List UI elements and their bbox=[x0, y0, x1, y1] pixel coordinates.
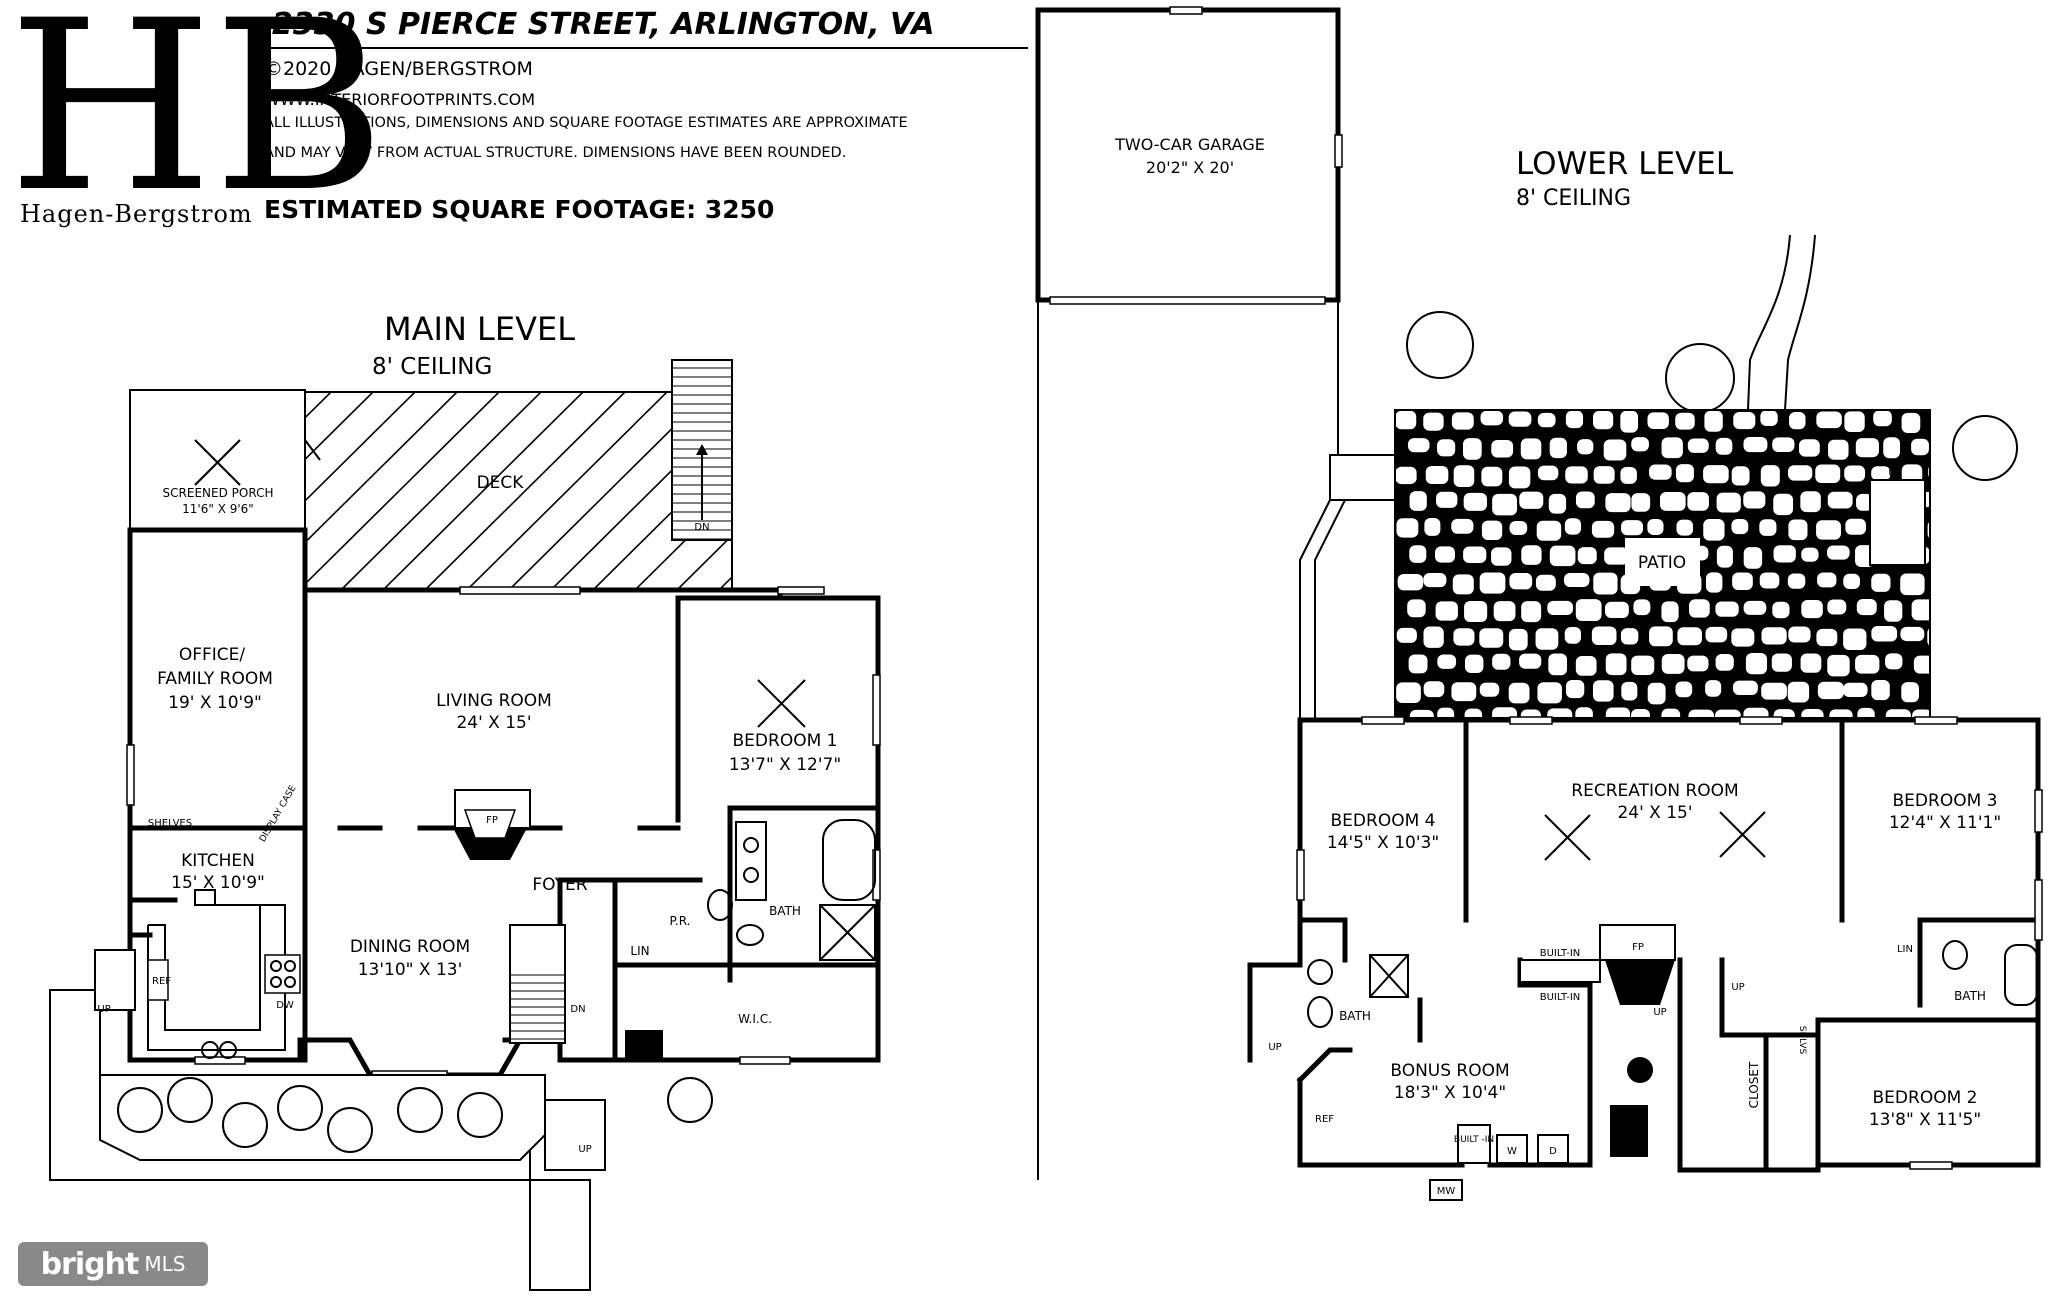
window bbox=[194, 1056, 246, 1065]
room-bedroom-2-dims: 13'8" X 11'5" bbox=[1869, 1110, 1981, 1130]
fireplace-main bbox=[453, 828, 527, 860]
room-bedroom-1-dims: 13'7" X 12'7" bbox=[729, 755, 841, 775]
label-bath-left: BATH bbox=[1339, 1009, 1371, 1023]
room-bedroom-3-dims: 12'4" X 11'1" bbox=[1889, 813, 2001, 833]
patio-label: PATIO bbox=[1638, 553, 1686, 573]
label-lin-lower: LIN bbox=[1897, 944, 1913, 955]
label-dn-deck: DN bbox=[694, 522, 709, 533]
room-office: OFFICE/ bbox=[179, 645, 246, 665]
room-dining: DINING ROOM bbox=[350, 937, 470, 957]
room-screened-porch-dims: 11'6" X 9'6" bbox=[182, 502, 254, 516]
room-kitchen-dims: 15' X 10'9" bbox=[171, 873, 265, 893]
room-bedroom-3: BEDROOM 3 bbox=[1893, 791, 1998, 811]
window bbox=[777, 586, 825, 595]
lower-level-title: LOWER LEVEL bbox=[1516, 146, 1734, 182]
main-level-ceiling: 8' CEILING bbox=[372, 354, 492, 380]
room-screened-porch: SCREENED PORCH bbox=[163, 486, 274, 500]
main-level-title: MAIN LEVEL bbox=[384, 310, 575, 348]
label-dn-front: DN bbox=[570, 1004, 585, 1015]
square-footage: ESTIMATED SQUARE FOOTAGE: 3250 bbox=[264, 195, 774, 224]
lower-level: LOWER LEVEL 8' CEILING PATIO bbox=[1247, 146, 2043, 1201]
disclaimer-line-1: ALL ILLUSTRATIONS, DIMENSIONS AND SQUARE… bbox=[264, 115, 908, 131]
label-ref-lower: REF bbox=[1315, 1114, 1334, 1125]
label-mw: MW bbox=[1437, 1186, 1456, 1197]
label-fp-lower: FP bbox=[1632, 942, 1644, 953]
label-lin-main: LIN bbox=[630, 944, 649, 958]
label-up-lower-right: UP bbox=[1731, 982, 1744, 993]
ceiling-fan-icon bbox=[1544, 814, 1591, 861]
window bbox=[126, 744, 135, 806]
label-up-patio: UP bbox=[1888, 468, 1901, 479]
room-bath: BATH bbox=[769, 904, 801, 918]
ceiling-fan-icon bbox=[757, 679, 806, 728]
room-dining-dims: 13'10" X 13' bbox=[358, 960, 463, 980]
room-office-dims: 19' X 10'9" bbox=[168, 693, 262, 713]
room-kitchen: KITCHEN bbox=[181, 851, 255, 871]
label-dw: DW bbox=[276, 1000, 294, 1011]
fireplace-lower bbox=[1605, 960, 1675, 1005]
label-up-lower-left: UP bbox=[1268, 1042, 1281, 1053]
logo-letters: HB bbox=[8, 0, 386, 244]
label-built-in-top: BUILT-IN bbox=[1540, 948, 1581, 959]
room-bonus-dims: 18'3" X 10'4" bbox=[1394, 1083, 1506, 1103]
main-level: MAIN LEVEL 8' CEILING bbox=[49, 310, 881, 1291]
logo: HB Hagen-Bergstrom bbox=[8, 0, 386, 244]
label-built-in-bottom: BUILT-IN bbox=[1540, 992, 1581, 1003]
label-bath-right: BATH bbox=[1954, 989, 1986, 1003]
tree-icon bbox=[1952, 415, 2018, 481]
label-closet: CLOSET bbox=[1747, 1061, 1761, 1108]
disclaimer-line-2: AND MAY VARY FROM ACTUAL STRUCTURE. DIME… bbox=[264, 145, 846, 161]
tree-icon bbox=[1406, 311, 1474, 379]
address: 2330 S PIERCE STREET, ARLINGTON, VA bbox=[272, 7, 934, 42]
label-d: D bbox=[1549, 1146, 1557, 1157]
window bbox=[739, 1056, 791, 1065]
garage: TWO-CAR GARAGE 20'2" X 20' bbox=[1035, 6, 1343, 1180]
lower-level-ceiling: 8' CEILING bbox=[1516, 186, 1631, 211]
room-living-dims: 24' X 15' bbox=[456, 713, 531, 733]
room-living: LIVING ROOM bbox=[436, 691, 552, 711]
copyright: ©2020 HAGEN/BERGSTROM bbox=[264, 58, 533, 80]
label-fp-main: FP bbox=[486, 815, 498, 826]
patio-stones bbox=[1395, 410, 1930, 718]
label-w: W bbox=[1507, 1146, 1517, 1157]
website: WWW.INTERIORFOOTPRINTS.COM bbox=[264, 90, 535, 109]
header: 2330 S PIERCE STREET, ARLINGTON, VA ©202… bbox=[264, 7, 934, 224]
label-ref-main: REF bbox=[152, 976, 171, 987]
garage-dims: 20'2" X 20' bbox=[1146, 158, 1234, 177]
room-bonus: BONUS ROOM bbox=[1390, 1061, 1509, 1081]
label-up-lower-center: UP bbox=[1653, 1007, 1666, 1018]
watermark: bright MLS bbox=[18, 1242, 208, 1286]
tree-icon bbox=[1665, 343, 1735, 413]
window bbox=[872, 674, 881, 746]
garage-name: TWO-CAR GARAGE bbox=[1114, 135, 1265, 154]
room-bedroom-2: BEDROOM 2 bbox=[1873, 1088, 1978, 1108]
window bbox=[872, 849, 881, 901]
label-built-in-box: BUILT -IN bbox=[1454, 1135, 1494, 1145]
ceiling-fan-icon bbox=[194, 439, 241, 486]
watermark-suffix: MLS bbox=[144, 1252, 186, 1276]
room-bedroom-4-dims: 14'5" X 10'3" bbox=[1327, 833, 1439, 853]
room-wic: W.I.C. bbox=[738, 1012, 772, 1026]
room-office-line2: FAMILY ROOM bbox=[157, 669, 273, 689]
window bbox=[459, 586, 581, 595]
watermark-brand: bright bbox=[40, 1246, 140, 1282]
room-recreation-dims: 24' X 15' bbox=[1617, 803, 1692, 823]
label-pr: P.R. bbox=[670, 914, 691, 928]
room-foyer: FOYER bbox=[532, 875, 587, 895]
label-shelves: SHELVES bbox=[148, 818, 192, 829]
room-deck: DECK bbox=[477, 473, 525, 493]
label-shlvs: SHLVS bbox=[1797, 1026, 1807, 1055]
label-up-left: UP bbox=[97, 1004, 110, 1015]
foyer-stairs bbox=[509, 924, 566, 1044]
room-bedroom-4: BEDROOM 4 bbox=[1331, 811, 1436, 831]
room-bedroom-1: BEDROOM 1 bbox=[733, 731, 838, 751]
label-up-front: UP bbox=[578, 1144, 591, 1155]
label-display-case: DISPLAY CASE bbox=[258, 784, 299, 844]
logo-name: Hagen-Bergstrom bbox=[20, 200, 253, 228]
room-recreation: RECREATION ROOM bbox=[1571, 781, 1738, 801]
bathtub-icon bbox=[822, 819, 876, 901]
garage-walls bbox=[1035, 7, 1341, 303]
ceiling-fan-icon bbox=[1719, 811, 1766, 858]
